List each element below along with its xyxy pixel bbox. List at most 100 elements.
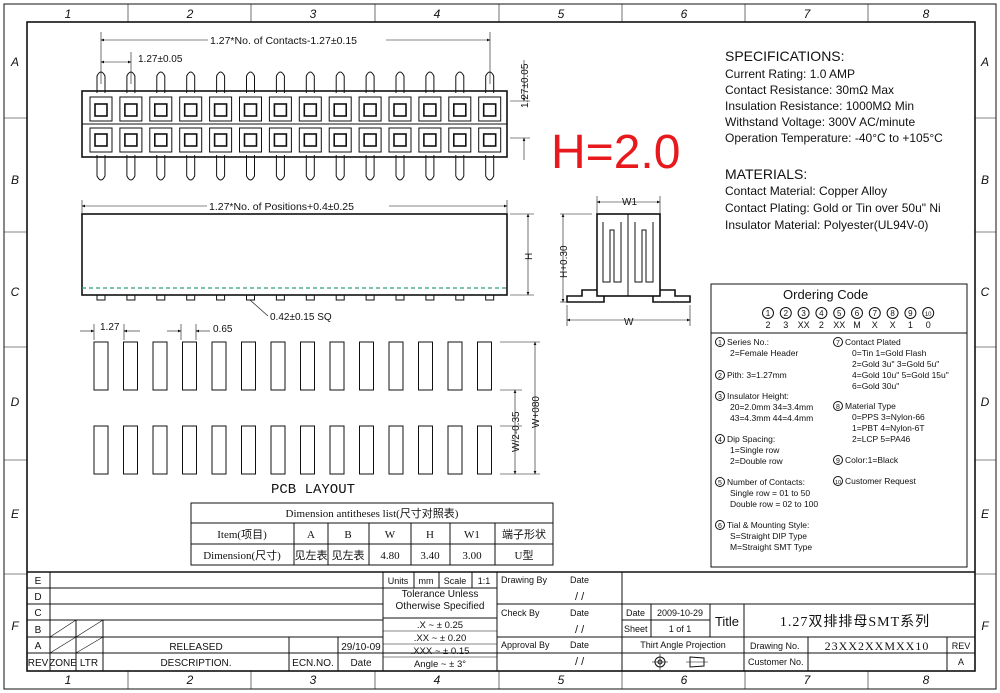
contact-pin-bottom <box>365 155 375 181</box>
rev-label: REV <box>952 641 971 651</box>
contact-slot <box>298 127 322 153</box>
front-pin <box>335 294 345 301</box>
front-pin <box>455 294 465 301</box>
frame-col-label: 6 <box>681 673 688 687</box>
front-pin <box>96 294 106 301</box>
spec-line: Current Rating: 1.0 AMP <box>725 67 855 81</box>
contact-hole <box>303 133 318 147</box>
contact-hole <box>124 103 138 117</box>
contact-slot <box>209 96 233 122</box>
order-code-value: X <box>890 320 896 330</box>
drawing-by-label: Drawing By <box>501 575 548 585</box>
frame-row-label: D <box>11 395 20 409</box>
frame-row-label: E <box>981 507 990 521</box>
frame-col-label: 8 <box>923 7 930 21</box>
sheet-value: 1 of 1 <box>669 624 692 634</box>
header-zone: ZONE <box>49 658 77 669</box>
contact-slot <box>328 96 352 122</box>
frame-col-label: 1 <box>65 7 72 21</box>
order-item-text: Series No.: <box>727 337 769 347</box>
contact-slot <box>448 96 472 122</box>
order-item-text: Customer Request <box>845 476 917 486</box>
order-code-circle-num: 7 <box>873 309 878 318</box>
contact-pin-top <box>186 71 196 93</box>
spec-line: Operation Temperature: -40°C to +105°C <box>725 131 943 145</box>
order-code-circle-num: 9 <box>908 309 913 318</box>
order-item-circle <box>715 520 725 530</box>
order-item-text: Dip Spacing: <box>727 434 775 444</box>
order-code-circle <box>868 307 881 319</box>
contact-pin-bottom <box>485 155 495 181</box>
contact-hole <box>363 103 377 117</box>
third-angle-projection-icon <box>652 654 708 670</box>
order-code-circle <box>797 307 810 319</box>
contact-pin-bottom <box>156 155 166 181</box>
order-item-text: 6=Gold 30u" <box>852 381 899 391</box>
date-label: Date <box>570 640 589 650</box>
contact-pin-top <box>246 71 255 93</box>
pcb-pad <box>211 341 227 391</box>
date-field-label: Date <box>626 608 645 618</box>
contact-slot <box>179 127 203 153</box>
order-item-text: 1=Single row <box>730 445 780 455</box>
contact-slot <box>149 96 173 122</box>
frame-col-label: 7 <box>804 673 812 687</box>
order-code-circle-num: 4 <box>819 309 824 318</box>
pcb-pad <box>388 425 404 475</box>
date-label: Date <box>570 608 589 618</box>
contact-hole <box>183 133 198 147</box>
revision-row-letter: B <box>35 625 42 636</box>
order-item-text: Pith: 3=1.27mm <box>727 370 787 380</box>
pcb-pad <box>182 425 197 475</box>
materials-title: MATERIALS: <box>725 166 807 182</box>
order-item-num: 6 <box>718 523 722 530</box>
frame-row-label: F <box>981 619 989 633</box>
order-item-text: Single row = 01 to 50 <box>730 488 810 498</box>
frame-row-label: F <box>11 619 19 633</box>
frame-row-label: A <box>10 55 19 69</box>
front-pin <box>126 294 136 301</box>
order-item-num: 7 <box>836 340 840 347</box>
contact-slot <box>358 127 382 153</box>
scale-label: Scale <box>444 576 467 586</box>
rev-a-description: RELEASED <box>169 642 222 653</box>
contact-slot <box>239 127 262 153</box>
order-item-text: Material Type <box>845 401 896 411</box>
contact-pin-top <box>455 71 465 93</box>
contact-slot <box>298 96 322 122</box>
contact-hole <box>452 133 467 147</box>
sheet-label: Sheet <box>624 624 648 634</box>
contact-hole <box>363 133 377 147</box>
frame-col-label: 4 <box>434 7 441 21</box>
table-cell: 4.80 <box>380 550 400 562</box>
pcb-pad <box>329 425 345 475</box>
front-pin <box>425 294 435 301</box>
order-item-text: 20=2.0mm 34=3.4mm <box>730 402 813 412</box>
contact-slot <box>89 96 113 122</box>
order-item-text: Insulator Height: <box>727 391 789 401</box>
order-item-circle <box>715 434 725 444</box>
dim-total: W+080 <box>531 396 542 428</box>
pcb-pad <box>329 341 345 391</box>
pcb-pad <box>359 425 374 475</box>
contact-slot <box>239 96 262 122</box>
check-by-label: Check By <box>501 608 540 618</box>
pcb-pad <box>123 425 138 475</box>
order-code-circle-num: 1 <box>766 309 771 318</box>
frame-row-label: A <box>980 55 989 69</box>
frame-col-label: 4 <box>434 673 441 687</box>
order-code-value: 2 <box>765 320 770 330</box>
frame-row-label: C <box>11 285 20 299</box>
order-item-text: S=Straight DIP Type <box>730 531 807 541</box>
pcb-pad <box>477 341 492 391</box>
revision-row-letter: E <box>35 576 42 587</box>
frame-col-label: 5 <box>558 7 565 21</box>
front-pin <box>365 294 375 301</box>
dim-w1: W1 <box>622 197 637 208</box>
pcb-pad <box>241 425 256 475</box>
table-cell: 见左表 <box>332 548 365 562</box>
table-header: 端子形状 <box>502 527 546 541</box>
contact-pin-top <box>425 71 435 93</box>
